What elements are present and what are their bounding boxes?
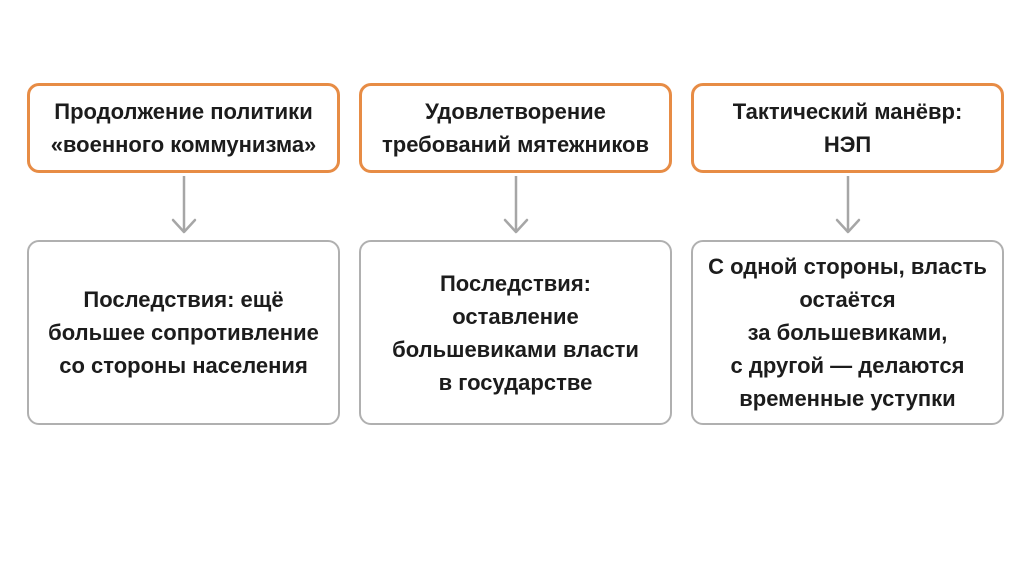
consequence-box-nep: С одной стороны, власть остаётся за боль… [691, 240, 1004, 425]
column-nep: Тактический манёвр: НЭП С одной стороны,… [691, 83, 1004, 425]
down-arrow-icon [171, 175, 196, 233]
consequence-box-war-communism: Последствия: ещё большее сопротивление с… [27, 240, 340, 425]
down-arrow-icon [835, 175, 860, 233]
option-box-text: Удовлетворение требований мятежников [381, 99, 650, 157]
consequence-box-text: Последствия: оставление большевиками вла… [392, 270, 639, 395]
column-satisfy-rebels: Удовлетворение требований мятежников Пос… [359, 83, 672, 425]
option-box-text: Продолжение политики «военного коммунизм… [50, 99, 317, 157]
arrow-wrap [501, 173, 531, 240]
arrow-wrap [833, 173, 863, 240]
option-box-satisfy-rebels: Удовлетворение требований мятежников [359, 83, 672, 173]
option-box-nep: Тактический манёвр: НЭП [691, 83, 1004, 173]
arrow-wrap [169, 173, 199, 240]
down-arrow-icon [503, 175, 528, 233]
column-war-communism: Продолжение политики «военного коммунизм… [27, 83, 340, 425]
option-box-text: Тактический манёвр: НЭП [732, 99, 963, 157]
columns-row: Продолжение политики «военного коммунизм… [27, 83, 1004, 425]
consequence-box-text: Последствия: ещё большее сопротивление с… [48, 287, 319, 378]
consequence-box-satisfy-rebels: Последствия: оставление большевиками вла… [359, 240, 672, 425]
option-box-war-communism: Продолжение политики «военного коммунизм… [27, 83, 340, 173]
consequence-box-text: С одной стороны, власть остаётся за боль… [708, 254, 987, 411]
